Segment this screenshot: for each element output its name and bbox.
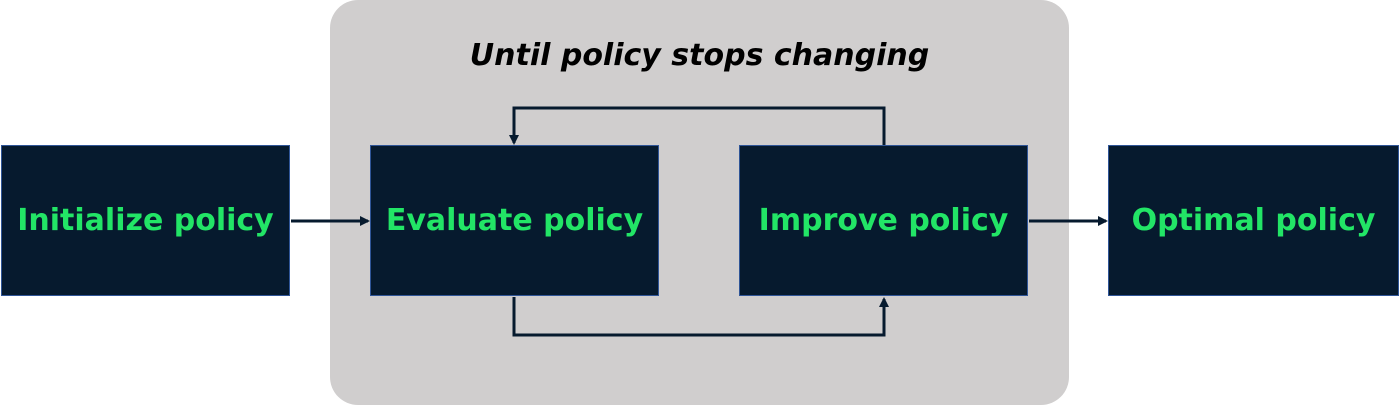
- improve-policy-box: Improve policy: [739, 145, 1028, 296]
- loop-title: Until policy stops changing: [469, 38, 930, 73]
- evaluate-policy-box: Evaluate policy: [370, 145, 659, 296]
- evaluate-policy-label: Evaluate policy: [385, 203, 644, 238]
- optimal-policy-label: Optimal policy: [1131, 203, 1376, 238]
- initialize-policy-box: Initialize policy: [1, 145, 290, 296]
- improve-policy-label: Improve policy: [758, 203, 1009, 238]
- optimal-policy-box: Optimal policy: [1108, 145, 1399, 296]
- initialize-policy-label: Initialize policy: [17, 203, 274, 238]
